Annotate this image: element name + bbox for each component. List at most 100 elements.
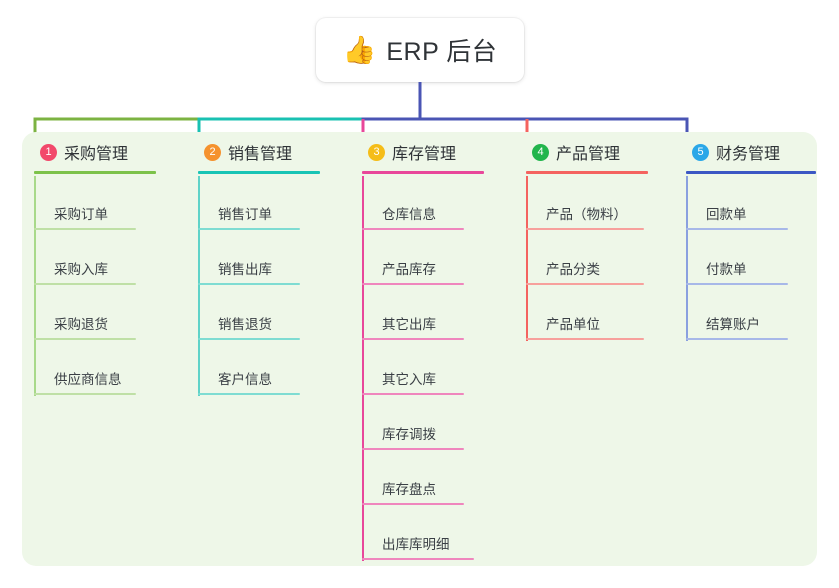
module-item-label: 库存盘点	[382, 482, 436, 497]
module-item-rule	[34, 338, 136, 340]
column-items: 回款单付款单结算账户	[686, 176, 839, 341]
module-item[interactable]: 库存调拨	[362, 396, 522, 451]
module-item-label: 销售订单	[218, 207, 272, 222]
module-item-rule	[526, 283, 644, 285]
module-item-label: 回款单	[706, 207, 747, 222]
column-badge-3: 3	[368, 143, 385, 161]
module-item[interactable]: 采购退货	[34, 286, 194, 341]
module-item[interactable]: 其它入库	[362, 341, 522, 396]
module-item[interactable]: 回款单	[686, 176, 839, 231]
column-title: 产品管理	[556, 146, 621, 163]
column-title: 财务管理	[716, 146, 781, 163]
column-header-2[interactable]: 2 销售管理	[198, 132, 358, 174]
module-item[interactable]: 采购入库	[34, 231, 194, 286]
column-header-5[interactable]: 5 财务管理	[686, 132, 839, 174]
module-item[interactable]: 结算账户	[686, 286, 839, 341]
module-item[interactable]: 产品库存	[362, 231, 522, 286]
module-item-rule	[198, 228, 300, 230]
module-item-label: 产品分类	[546, 262, 600, 277]
module-item-label: 付款单	[706, 262, 747, 277]
module-item-rule	[686, 338, 788, 340]
module-item[interactable]: 出库库明细	[362, 506, 522, 561]
column-items: 仓库信息产品库存其它出库其它入库库存调拨库存盘点出库库明细	[362, 176, 522, 561]
column-badge-1: 1	[40, 143, 57, 161]
module-item-label: 出库库明细	[382, 537, 450, 552]
module-item-label: 其它入库	[382, 372, 436, 387]
module-item[interactable]: 销售订单	[198, 176, 358, 231]
module-item[interactable]: 销售退货	[198, 286, 358, 341]
module-item-rule	[34, 393, 136, 395]
module-item-rule	[34, 283, 136, 285]
module-item[interactable]: 产品（物料）	[526, 176, 686, 231]
module-item-label: 采购订单	[54, 207, 108, 222]
column-spine	[686, 176, 688, 341]
module-column-2: 2 销售管理销售订单销售出库销售退货客户信息	[198, 132, 358, 396]
module-columns: 1 采购管理采购订单采购入库采购退货供应商信息 2 销售管理销售订单销售出库销售退货客…	[22, 132, 817, 566]
module-item-label: 采购入库	[54, 262, 108, 277]
module-item[interactable]: 销售出库	[198, 231, 358, 286]
thumbs-up-icon: 👍	[342, 34, 377, 65]
column-spine	[34, 176, 36, 396]
module-item-rule	[362, 448, 464, 450]
module-item-rule	[362, 393, 464, 395]
module-item[interactable]: 供应商信息	[34, 341, 194, 396]
root-node[interactable]: 👍 ERP 后台	[316, 18, 524, 82]
modules-panel	[22, 132, 817, 566]
module-item-rule	[362, 338, 464, 340]
module-column-3: 3 库存管理仓库信息产品库存其它出库其它入库库存调拨库存盘点出库库明细	[362, 132, 522, 561]
module-item-rule	[198, 393, 300, 395]
module-item-label: 销售出库	[218, 262, 272, 277]
column-items: 产品（物料） 产品分类产品单位	[526, 176, 686, 341]
module-item-label: 库存调拨	[382, 427, 436, 442]
module-item-label: 供应商信息	[54, 372, 122, 387]
module-item[interactable]: 客户信息	[198, 341, 358, 396]
column-title: 采购管理	[64, 146, 129, 163]
column-items: 销售订单销售出库销售退货客户信息	[198, 176, 358, 396]
module-item-rule	[362, 228, 464, 230]
module-item[interactable]: 其它出库	[362, 286, 522, 341]
module-item-label: 采购退货	[54, 317, 108, 332]
module-column-5: 5 财务管理回款单付款单结算账户	[686, 132, 839, 341]
module-item-label: 产品库存	[382, 262, 436, 277]
column-header-rule	[34, 171, 156, 174]
column-header-rule	[686, 171, 816, 174]
column-spine	[526, 176, 528, 341]
module-item-label: 其它出库	[382, 317, 436, 332]
module-item-rule	[34, 228, 136, 230]
column-header-rule	[526, 171, 648, 174]
root-title: ERP 后台	[386, 38, 498, 66]
module-item[interactable]: 产品分类	[526, 231, 686, 286]
column-header-rule	[362, 171, 484, 174]
column-title: 销售管理	[228, 146, 293, 163]
module-item-rule	[362, 503, 464, 505]
module-column-1: 1 采购管理采购订单采购入库采购退货供应商信息	[34, 132, 194, 396]
column-items: 采购订单采购入库采购退货供应商信息	[34, 176, 194, 396]
column-badge-5: 5	[692, 143, 709, 161]
module-item[interactable]: 产品单位	[526, 286, 686, 341]
module-item[interactable]: 仓库信息	[362, 176, 522, 231]
column-header-1[interactable]: 1 采购管理	[34, 132, 194, 174]
module-item[interactable]: 采购订单	[34, 176, 194, 231]
module-item-rule	[526, 228, 644, 230]
module-item-label: 产品（物料）	[546, 207, 627, 222]
module-item-label: 结算账户	[706, 317, 760, 332]
column-header-3[interactable]: 3 库存管理	[362, 132, 522, 174]
module-item-rule	[198, 283, 300, 285]
column-title: 库存管理	[392, 146, 457, 163]
column-badge-2: 2	[204, 143, 221, 161]
module-item-label: 仓库信息	[382, 207, 436, 222]
column-header-rule	[198, 171, 320, 174]
column-spine	[362, 176, 364, 561]
column-spine	[198, 176, 200, 396]
module-item[interactable]: 库存盘点	[362, 451, 522, 506]
module-item-rule	[686, 228, 788, 230]
module-item-label: 产品单位	[546, 317, 600, 332]
module-item-rule	[362, 558, 474, 560]
module-item-rule	[362, 283, 464, 285]
module-item-rule	[686, 283, 788, 285]
module-item[interactable]: 付款单	[686, 231, 839, 286]
module-item-label: 客户信息	[218, 372, 272, 387]
module-item-rule	[198, 338, 300, 340]
